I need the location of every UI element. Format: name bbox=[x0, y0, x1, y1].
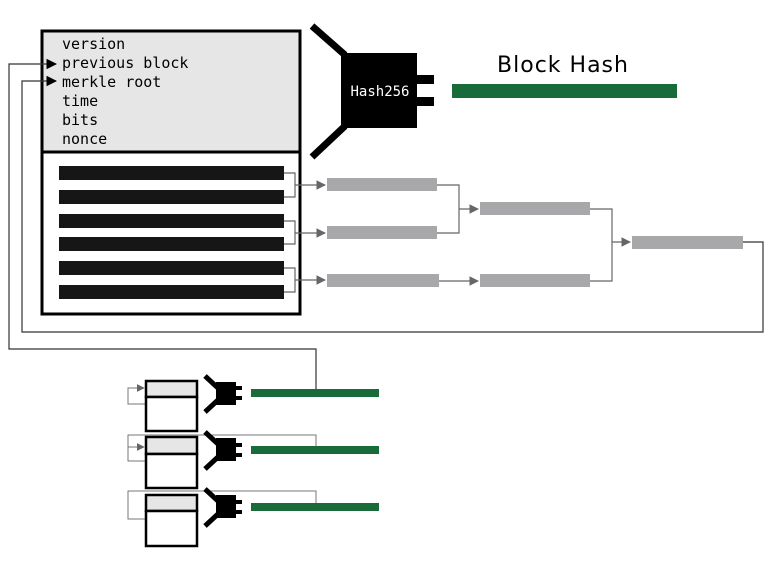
small-block bbox=[144, 379, 199, 433]
merkle-node bbox=[480, 202, 590, 215]
block-hash-output bbox=[452, 84, 677, 98]
merkle-node bbox=[327, 226, 437, 239]
header-field-list: version previous block merkle root time … bbox=[62, 35, 188, 148]
merkle-node bbox=[327, 178, 437, 191]
transaction-bar bbox=[59, 190, 284, 204]
block-hash-title: Block Hash bbox=[497, 53, 629, 78]
header-field-version: version bbox=[62, 35, 125, 53]
small-hash-function bbox=[203, 374, 242, 414]
small-block-hash-output bbox=[251, 446, 379, 454]
transaction-bar bbox=[59, 214, 284, 228]
transaction-list bbox=[59, 166, 284, 299]
transaction-bar bbox=[59, 261, 284, 275]
header-field-bits: bits bbox=[62, 111, 98, 129]
merkle-root-node bbox=[632, 236, 743, 249]
transaction-bar bbox=[59, 285, 284, 299]
merkle-node bbox=[480, 274, 590, 287]
chain-link bbox=[127, 490, 317, 520]
small-hash-function bbox=[203, 430, 242, 471]
hash256-label: Hash256 bbox=[350, 84, 409, 100]
merkle-link bbox=[590, 208, 613, 282]
header-field-merkle-root: merkle root bbox=[62, 73, 161, 91]
small-block bbox=[144, 493, 199, 548]
merkle-tree bbox=[284, 172, 631, 293]
header-field-previous-block: previous block bbox=[62, 54, 188, 72]
small-block-hash-output bbox=[251, 503, 379, 511]
header-field-time: time bbox=[62, 92, 98, 110]
main-block: version previous block merkle root time … bbox=[40, 29, 302, 316]
small-hash-function bbox=[203, 487, 242, 528]
small-block bbox=[144, 435, 199, 490]
small-block-hash-output bbox=[251, 389, 379, 397]
hash256-function: Hash256 bbox=[309, 23, 434, 160]
merkle-node bbox=[327, 274, 439, 287]
merkle-nodes bbox=[327, 178, 743, 287]
transaction-bar bbox=[59, 166, 284, 180]
previous-block-feedback-line bbox=[8, 58, 317, 392]
chain-link bbox=[127, 434, 317, 462]
block-chain bbox=[127, 374, 379, 548]
merkle-root-feedback-line bbox=[21, 75, 764, 333]
transaction-bar bbox=[59, 237, 284, 251]
chain-link bbox=[127, 384, 146, 405]
block-header-box bbox=[40, 29, 302, 154]
header-field-nonce: nonce bbox=[62, 130, 107, 148]
merkle-link bbox=[437, 184, 460, 234]
